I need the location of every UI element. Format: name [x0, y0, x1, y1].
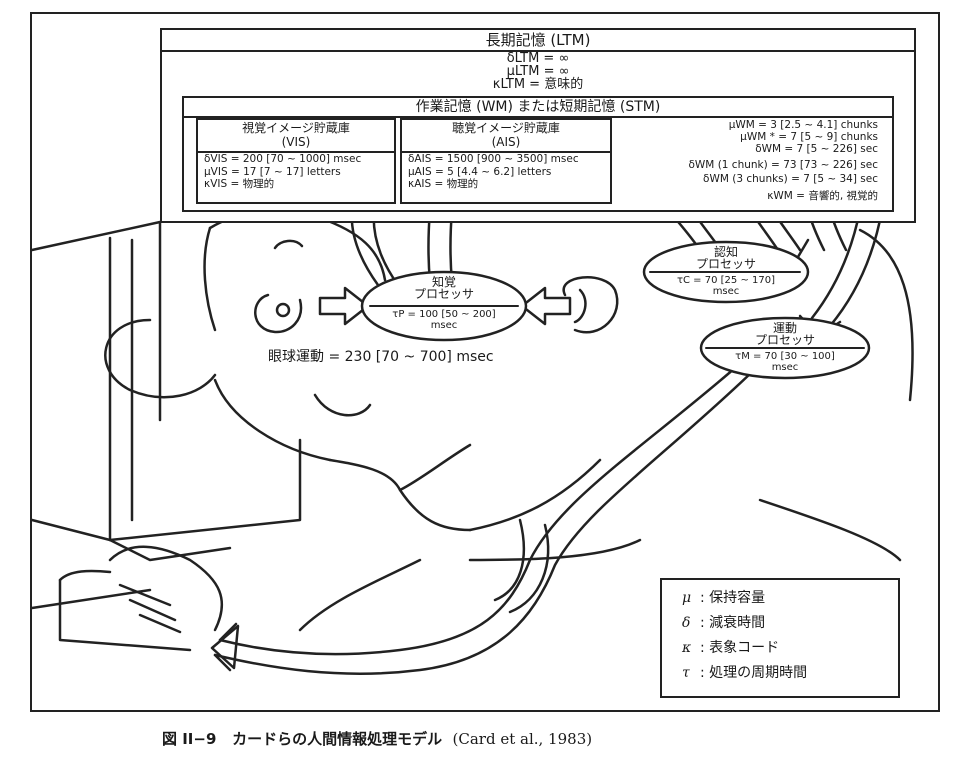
motor-title-line2: プロセッサ [754, 333, 815, 347]
vis-title: 視覚イメージ貯蔵庫 (VIS) [198, 120, 394, 153]
legend-symbol-kappa: κ [682, 640, 692, 656]
motor-unit: msec [771, 362, 799, 373]
ltm-code: κLTM = 意味的 [492, 77, 584, 92]
vis-decay: δVIS = 200 [70 ~ 1000] msec [204, 153, 362, 165]
sensory-input-arrows [318, 286, 572, 326]
motor-processor-title: 運動 プロセッサ [725, 322, 845, 346]
wm-capacity-star: μWM * = 7 [5 ~ 9] chunks [740, 131, 878, 143]
motor-nerve-arrows [210, 366, 754, 675]
wm-code: κWM = 音響的, 視覚的 [767, 190, 878, 202]
legend-box: μ : 保持容量 δ : 減衰時間 κ : 表象コード τ : 処理の周期時間 [660, 578, 900, 698]
caption-source: (Card et al., 1983) [452, 730, 593, 748]
ais-capacity: μAIS = 5 [4.4 ~ 6.2] letters [408, 165, 552, 178]
caption-label: 図 II−9 [162, 730, 217, 748]
legend-symbol-delta: δ [682, 615, 691, 631]
cognitive-processor-title: 認知 プロセッサ [666, 246, 786, 270]
vis-code: κVIS = 物理的 [204, 178, 275, 190]
perceptual-cycle-time: τP = 100 [50 ~ 200] [392, 309, 496, 320]
legend-row-decay: δ : 減衰時間 [682, 611, 878, 636]
ltm-title: 長期記憶 (LTM) [162, 30, 914, 52]
legend-label-cycle: : 処理の周期時間 [700, 665, 808, 681]
ais-decay: δAIS = 1500 [900 ~ 3500] msec [408, 153, 579, 165]
cognitive-title-line1: 認知 [713, 245, 738, 259]
ltm-capacity: μLTM = ∞ [506, 64, 570, 79]
ais-title-line2: (AIS) [491, 135, 521, 149]
wm-decay-3chunks: δWM (3 chunks) = 7 [5 ~ 34] sec [703, 173, 878, 185]
eye-movement-label: 眼球運動 = 230 [70 ~ 700] msec [268, 349, 494, 365]
wm-decay: δWM = 7 [5 ~ 226] sec [755, 143, 878, 155]
perceptual-processor-param: τP = 100 [50 ~ 200] msec [374, 309, 514, 331]
legend-row-cycle: τ : 処理の周期時間 [682, 661, 878, 686]
perceptual-processor-title: 知覚 プロセッサ [384, 276, 504, 300]
vis-capacity: μVIS = 17 [7 ~ 17] letters [204, 165, 341, 178]
wm-title: 作業記憶 (WM) または短期記憶 (STM) [184, 98, 892, 118]
cognitive-cycle-time: τC = 70 [25 ~ 170] [677, 275, 775, 286]
legend-label-code: : 表象コード [700, 640, 780, 656]
legend-label-decay: : 減衰時間 [700, 615, 766, 631]
ais-title-line1: 聴覚イメージ貯蔵庫 [452, 121, 560, 135]
legend-row-capacity: μ : 保持容量 [682, 586, 878, 611]
wm-decay-1chunk: δWM (1 chunk) = 73 [73 ~ 226] sec [688, 159, 878, 171]
ais-code: κAIS = 物理的 [408, 178, 479, 190]
caption-text: カードらの人間情報処理モデル [232, 730, 443, 748]
perceptual-title-line1: 知覚 [431, 275, 456, 289]
wm-capacity: μWM = 3 [2.5 ~ 4.1] chunks [728, 119, 878, 131]
figure-caption: 図 II−9 カードらの人間情報処理モデル (Card et al., 1983… [162, 728, 592, 749]
cognitive-unit: msec [712, 286, 740, 297]
legend-symbol-tau: τ [682, 665, 690, 681]
legend-label-capacity: : 保持容量 [700, 590, 766, 606]
legend-symbol-mu: μ [682, 590, 692, 606]
motor-cycle-time: τM = 70 [30 ~ 100] [735, 351, 835, 362]
ais-box: 聴覚イメージ貯蔵庫 (AIS) δAIS = 1500 [900 ~ 3500]… [400, 118, 612, 204]
ais-title: 聴覚イメージ貯蔵庫 (AIS) [402, 120, 610, 153]
perceptual-unit: msec [430, 320, 458, 331]
cognitive-title-line2: プロセッサ [695, 257, 756, 271]
ltm-decay: δLTM = ∞ [506, 51, 570, 66]
legend-row-code: κ : 表象コード [682, 636, 878, 661]
perceptual-title-line2: プロセッサ [413, 287, 474, 301]
vis-title-line1: 視覚イメージ貯蔵庫 [242, 121, 350, 135]
motor-processor-param: τM = 70 [30 ~ 100] msec [715, 351, 855, 373]
vis-box: 視覚イメージ貯蔵庫 (VIS) δVIS = 200 [70 ~ 1000] m… [196, 118, 396, 204]
figure-frame [30, 12, 940, 712]
motor-title-line1: 運動 [772, 321, 797, 335]
cognitive-processor-param: τC = 70 [25 ~ 170] msec [656, 275, 796, 297]
vis-title-line2: (VIS) [281, 135, 311, 149]
